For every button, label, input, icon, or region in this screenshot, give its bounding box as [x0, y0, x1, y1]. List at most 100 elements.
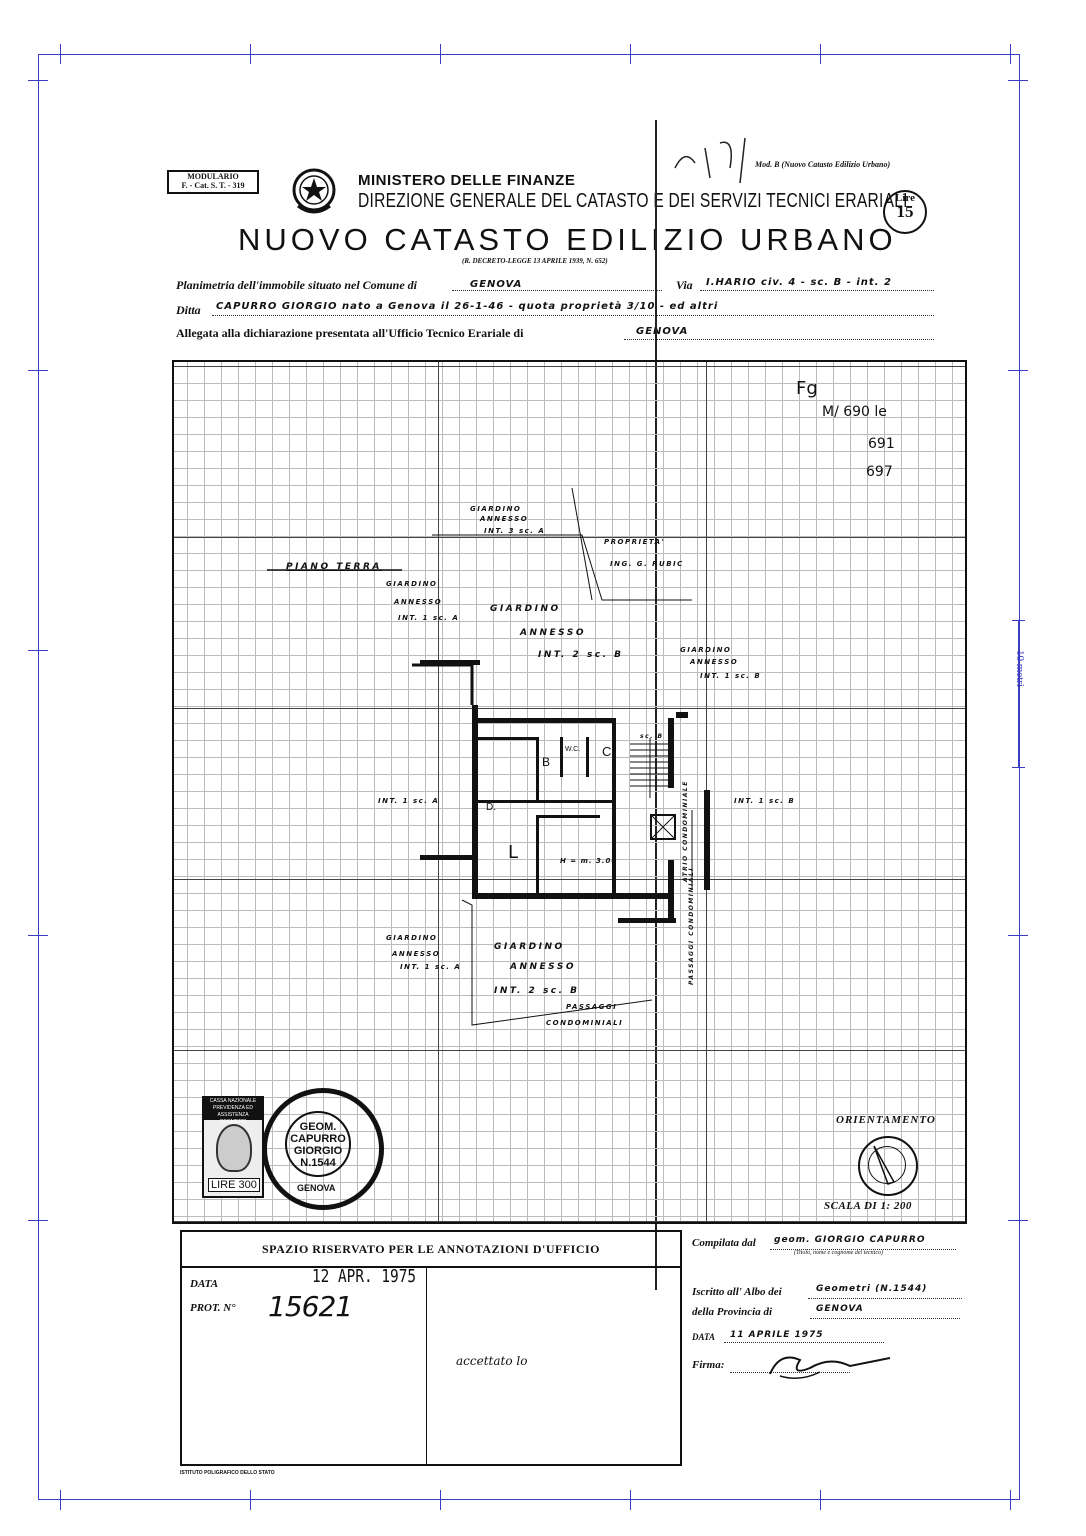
- elevator-icon: [650, 814, 676, 840]
- frame-tick: [1008, 370, 1028, 371]
- modulario-box: MODULARIO F. - Cat. S. T. - 319: [167, 170, 259, 194]
- comune-value: GENOVA: [470, 279, 523, 290]
- plan-label: GIARDINO: [490, 604, 561, 614]
- site-boundaries: [267, 487, 693, 1026]
- frame-tick: [1008, 1220, 1028, 1221]
- office-header: SPAZIO RISERVATO PER LE ANNOTAZIONI D'UF…: [182, 1232, 680, 1268]
- republic-emblem-icon: [292, 168, 336, 214]
- office-data-label: DATA: [190, 1278, 219, 1290]
- plan-label: GIARDINO: [680, 646, 732, 654]
- wall: [536, 815, 600, 818]
- office-annotations-box: SPAZIO RISERVATO PER LE ANNOTAZIONI D'UF…: [180, 1230, 682, 1466]
- seal-ring-text: GENOVA: [297, 1183, 336, 1193]
- plan-label: INT. 1 sc. A: [398, 614, 460, 622]
- wall: [476, 800, 616, 803]
- wall: [704, 790, 710, 890]
- revenue-stamp: CASSA NAZIONALE PREVIDENZA ED ASSISTENZA…: [202, 1096, 264, 1198]
- printer-footer: ISTITUTO POLIGRAFICO DELLO STATO: [180, 1470, 275, 1476]
- mappale-2: 691: [868, 436, 895, 452]
- ceiling-height: H = m. 3.00: [560, 857, 618, 865]
- via-value: I.HARIO civ. 4 - sc. B - int. 2: [706, 277, 892, 288]
- modulario-line1: MODULARIO: [187, 172, 239, 181]
- mappale-3: 697: [866, 464, 893, 480]
- revenue-stamp-header: CASSA NAZIONALE PREVIDENZA ED ASSISTENZA…: [204, 1098, 262, 1125]
- plan-label: INT. 1 sc. A: [400, 963, 462, 971]
- frame-tick: [250, 1490, 251, 1510]
- dotted-line: [730, 1372, 850, 1373]
- frame-tick: [28, 370, 48, 371]
- handwritten-annotation-icon: [674, 137, 746, 184]
- wall: [420, 855, 475, 860]
- scale-label: 10 metri: [1014, 650, 1026, 687]
- plan-label: ANNESSO: [394, 598, 443, 606]
- foglio-label: Fg: [796, 378, 818, 399]
- compass-inner-ring: [868, 1146, 906, 1184]
- plan-label: GIARDINO: [386, 580, 438, 588]
- dotted-line: [808, 1298, 962, 1299]
- ministry-name: MINISTERO DELLE FINANZE: [358, 172, 576, 189]
- dotted-line: [724, 1342, 884, 1343]
- plan-label: INT. 1 sc. B: [700, 672, 762, 680]
- plan-label: PROPRIETA': [604, 538, 666, 546]
- scale-bar: [1018, 620, 1019, 768]
- north-arrow-icon: [873, 1145, 896, 1185]
- frame-tick: [440, 44, 441, 64]
- wall: [472, 705, 478, 897]
- office-prot-label: PROT. N°: [190, 1302, 236, 1314]
- dotted-line: [624, 339, 934, 340]
- wall: [420, 660, 480, 665]
- frame-tick: [60, 1490, 61, 1510]
- scale-bar-end: [1012, 620, 1025, 621]
- scale-ratio: SCALA DI 1: 200: [824, 1200, 912, 1212]
- compilata-label: Compilata dal: [692, 1237, 756, 1249]
- seal-line: CAPURRO: [290, 1133, 346, 1145]
- wall: [586, 737, 589, 777]
- provincia-value: GENOVA: [816, 1304, 864, 1314]
- revenue-stamp-value: LIRE 300: [208, 1178, 260, 1192]
- frame-tick: [28, 1220, 48, 1221]
- planimetria-label: Planimetria dell'immobile situato nel Co…: [176, 278, 418, 292]
- allegata-label: Allegata alla dichiarazione presentata a…: [176, 326, 524, 340]
- dotted-line: [452, 290, 662, 291]
- wall: [618, 918, 676, 923]
- wall: [560, 737, 563, 777]
- dotted-line: [770, 1249, 956, 1250]
- plan-label: ANNESSO: [480, 515, 529, 523]
- fee-value: 15: [896, 202, 914, 221]
- wall: [676, 712, 688, 718]
- professional-seal: GEOM. CAPURRO GIORGIO N.1544 GENOVA: [262, 1088, 384, 1210]
- frame-tick: [1010, 44, 1011, 64]
- scale-bar-end: [1012, 767, 1025, 768]
- wall: [476, 737, 536, 740]
- compass-icon: [858, 1136, 918, 1196]
- plan-label: GIARDINO: [470, 505, 522, 513]
- fee-badge: Lire 15: [883, 190, 927, 234]
- frame-tick: [1010, 1490, 1011, 1510]
- wall: [472, 718, 612, 723]
- frame-tick: [28, 935, 48, 936]
- plan-label: ANNESSO: [520, 628, 586, 638]
- wall: [668, 718, 674, 788]
- staircase-icon: [630, 738, 670, 798]
- document-title: NUOVO CATASTO EDILIZIO URBANO: [238, 222, 897, 257]
- stair-label: sc. B: [640, 733, 664, 740]
- plan-label: INT. 1 sc. A: [378, 797, 440, 805]
- frame-tick: [820, 1490, 821, 1510]
- plan-label: GIARDINO: [386, 934, 438, 942]
- plan-label: ANNESSO: [690, 658, 739, 666]
- passaggi-vertical-label: PASSAGGI CONDOMINIALI: [688, 867, 695, 985]
- plan-label: INT. 3 sc. A: [484, 527, 546, 535]
- compilata-value: geom. GIORGIO CAPURRO: [774, 1235, 926, 1245]
- iscritto-value: Geometri (N.1544): [816, 1284, 928, 1294]
- floor-plan-grid: [172, 360, 967, 1224]
- room-c: C: [602, 744, 612, 759]
- ditta-label: Ditta: [176, 303, 201, 317]
- office-prot-value: 15621: [268, 1290, 353, 1323]
- plan-label: ING. G. RUBIC: [610, 560, 684, 568]
- wall: [472, 893, 672, 899]
- frame-tick: [820, 44, 821, 64]
- compiler-data-label: DATA: [692, 1332, 716, 1342]
- wall: [536, 737, 539, 803]
- plan-label: ANNESSO: [392, 950, 441, 958]
- frame-tick: [630, 1490, 631, 1510]
